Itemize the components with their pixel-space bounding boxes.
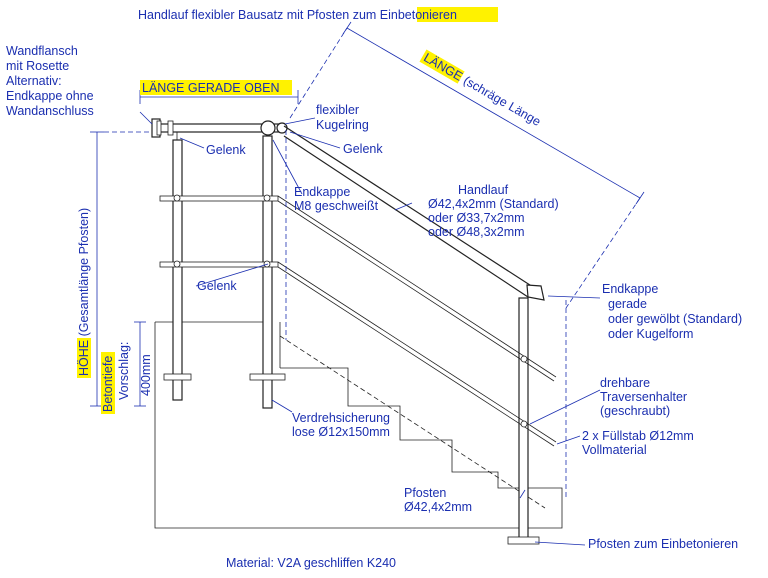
suggestion-label: Vorschlag:	[117, 342, 131, 400]
length-top-label: LÄNGE GERADE OBEN	[140, 80, 292, 95]
infill-bars-horizontal	[159, 194, 279, 268]
title-text: Handlauf flexibler Bausatz mit Pfosten z…	[138, 7, 498, 22]
wall-flange-label: Wandflansch mit Rosette Alternativ: Endk…	[6, 44, 97, 118]
svg-text:400mm: 400mm	[139, 354, 153, 396]
flexible-ring-label: flexibler Kugelring	[316, 103, 369, 132]
joint-label-1: Gelenk	[206, 143, 246, 157]
top-rail	[151, 118, 288, 138]
svg-text:Betontiefe: Betontiefe	[101, 356, 115, 412]
svg-text:LÄNGE GERADE OBEN: LÄNGE GERADE OBEN	[142, 81, 280, 95]
infill-rod-label: 2 x Füllstab Ø12mm Vollmaterial	[582, 429, 697, 457]
material-label: Material: V2A geschliffen K240	[226, 556, 396, 570]
end-cap-right-label: Endkappe gerade oder gewölbt (Standard) …	[602, 282, 746, 341]
traverse-holder-label: drehbare Traversenhalter (geschraubt)	[600, 376, 691, 418]
sloped-handrail	[283, 125, 545, 301]
leader-lines	[139, 111, 601, 546]
svg-text:LÄNGE (schräge Länge: LÄNGE (schräge Länge	[421, 50, 543, 129]
svg-text:Handlauf flexibler Bausatz mit: Handlauf flexibler Bausatz mit Pfosten z…	[138, 8, 457, 22]
sloped-length-label: LÄNGE (schräge Länge	[419, 49, 543, 129]
handrail-label: Handlauf Ø42,4x2mm (Standard) oder Ø33,7…	[428, 183, 562, 239]
middle-post	[249, 135, 286, 409]
end-cap-m8-label: Endkappe M8 geschweißt	[294, 185, 379, 213]
left-post	[163, 132, 192, 401]
post-concrete-label: Pfosten zum Einbetonieren	[588, 537, 738, 551]
joint-label-2: Gelenk	[343, 142, 383, 156]
svg-text:Vorschlag:: Vorschlag:	[117, 342, 131, 400]
anti-twist-label: Verdrehsicherung lose Ø12x150mm	[292, 411, 393, 439]
suggestion-value: 400mm	[139, 354, 153, 396]
joint-label-3: Gelenk	[197, 279, 237, 293]
concrete-depth-label: Betontiefe	[101, 352, 115, 414]
height-label: HÖHE (Gesamtlänge Pfosten)	[77, 208, 91, 378]
post-label: Pfosten Ø42,4x2mm	[404, 486, 472, 514]
infill-bars-sloped	[277, 195, 557, 447]
svg-text:HÖHE (Gesamtlänge Pfosten): HÖHE (Gesamtlänge Pfosten)	[77, 208, 91, 376]
